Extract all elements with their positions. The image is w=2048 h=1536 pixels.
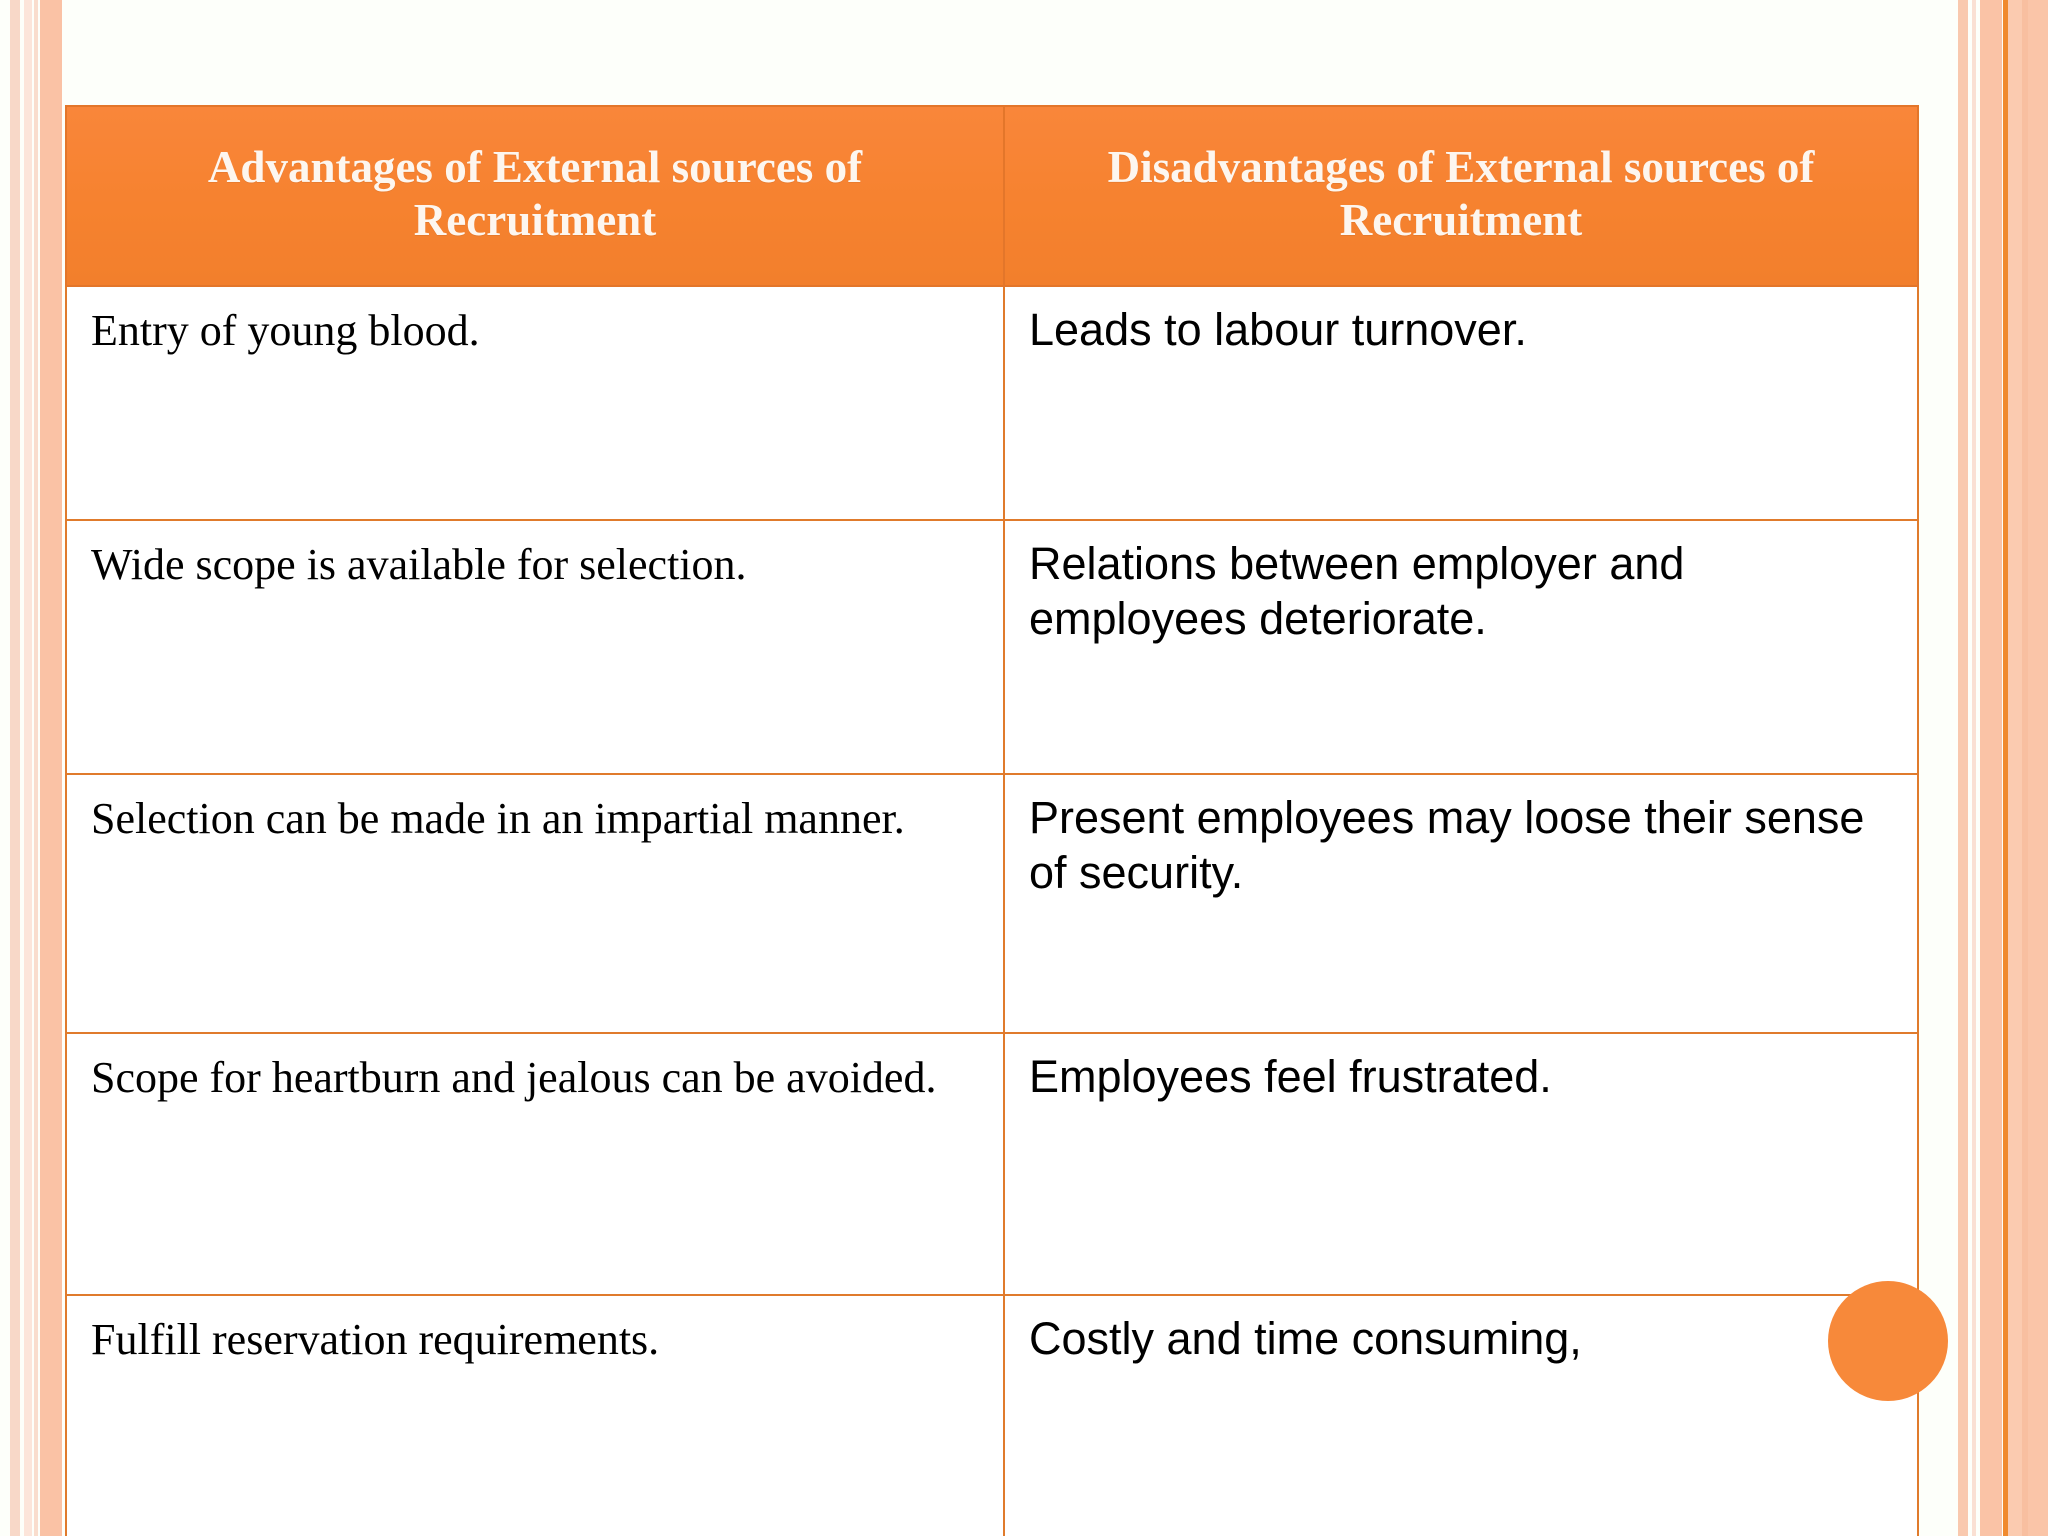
decorative-stripe-left-3 (34, 0, 38, 1536)
cell-advantage-4: Scope for heartburn and jealous can be a… (65, 1032, 1005, 1296)
decorative-stripe-right-4 (2003, 0, 2008, 1536)
cell-advantage-1: Entry of young blood. (65, 285, 1005, 521)
cell-disadvantage-1: Leads to labour turnover. (1003, 285, 1919, 521)
decorative-circle (1828, 1281, 1948, 1401)
decorative-stripe-left-4 (40, 0, 62, 1536)
comparison-table-container: Advantages of External sources of Recrui… (65, 105, 1919, 1536)
decorative-stripe-right-6 (2022, 0, 2028, 1536)
decorative-stripe-right-1 (1958, 0, 1968, 1536)
cell-advantage-2: Wide scope is available for selection. (65, 519, 1005, 775)
table-row: Selection can be made in an impartial ma… (65, 773, 1919, 1034)
table-row: Entry of young blood. Leads to labour tu… (65, 285, 1919, 521)
cell-disadvantage-5: Costly and time consuming, (1003, 1294, 1919, 1536)
decorative-stripe-right-2 (1972, 0, 1976, 1536)
table-row: Fulfill reservation requirements. Costly… (65, 1294, 1919, 1536)
decorative-stripe-right-3 (1980, 0, 2002, 1536)
column-header-advantages: Advantages of External sources of Recrui… (65, 105, 1005, 287)
column-header-disadvantages: Disadvantages of External sources of Rec… (1003, 105, 1919, 287)
table-row: Wide scope is available for selection. R… (65, 519, 1919, 775)
cell-advantage-5: Fulfill reservation requirements. (65, 1294, 1005, 1536)
table-header: Advantages of External sources of Recrui… (65, 105, 1919, 287)
comparison-table: Advantages of External sources of Recrui… (65, 105, 1919, 1536)
decorative-stripe-right-7 (2028, 0, 2048, 1536)
table-header-row: Advantages of External sources of Recrui… (65, 105, 1919, 287)
table-body: Entry of young blood. Leads to labour tu… (65, 285, 1919, 1536)
cell-disadvantage-3: Present employees may loose their sense … (1003, 773, 1919, 1034)
decorative-stripe-left-2 (24, 0, 32, 1536)
cell-disadvantage-4: Employees feel frustrated. (1003, 1032, 1919, 1296)
cell-disadvantage-2: Relations between employer and employees… (1003, 519, 1919, 775)
cell-advantage-3: Selection can be made in an impartial ma… (65, 773, 1005, 1034)
decorative-stripe-right-5 (2008, 0, 2022, 1536)
table-row: Scope for heartburn and jealous can be a… (65, 1032, 1919, 1296)
decorative-stripe-left-1 (10, 0, 20, 1536)
